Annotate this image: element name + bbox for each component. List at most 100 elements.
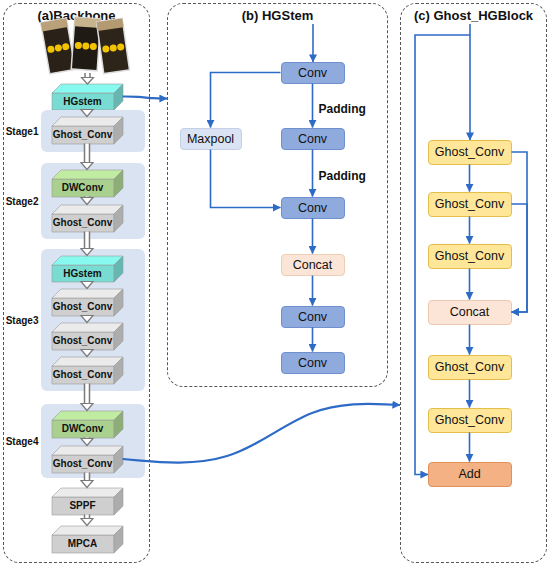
module-box: Ghost_Conv (428, 408, 512, 433)
arrow-line (312, 328, 314, 352)
arrow-shaft (84, 515, 91, 519)
box-label: Conv (282, 129, 344, 149)
arrow-shaft (84, 73, 91, 78)
photo (97, 18, 130, 73)
flow-arrow (81, 316, 93, 323)
photo (71, 17, 101, 71)
box-label: Concat (429, 301, 511, 324)
module-box: Conv (281, 197, 345, 219)
yellow-dot (90, 43, 97, 50)
arrow-line (469, 433, 471, 462)
flow-arrow (312, 276, 313, 306)
flow-arrow (81, 144, 93, 170)
arrow-line (211, 73, 281, 128)
yellow-dot (82, 42, 89, 49)
module-box: Conv (281, 306, 345, 328)
layer-block: Ghost_Conv (52, 446, 123, 473)
arrow-line (469, 325, 471, 355)
module-box: Concat (428, 300, 512, 325)
flow-arrow (81, 515, 93, 526)
flow-arrow (469, 433, 470, 462)
arrow-line (512, 152, 528, 312)
yellow-dot (109, 44, 117, 52)
panel-frame: ConvConvMaxpoolConvConcatConvConv(b) HGS… (167, 3, 388, 387)
yellow-dot (54, 44, 62, 52)
arrow-shaft (85, 197, 89, 198)
block-face (52, 93, 114, 110)
block-face (114, 256, 123, 282)
flow-arrow (81, 110, 93, 117)
block-label: MPCA (52, 535, 114, 553)
arrow-shaft (84, 197, 91, 198)
layer-block: Ghost_Conv (52, 205, 123, 232)
block-face (52, 366, 114, 384)
block-label: Ghost_Conv (52, 214, 114, 232)
block-label: Ghost_Conv (52, 126, 114, 144)
block-face (114, 488, 123, 515)
layer-block: Ghost_Conv (52, 289, 123, 316)
yellow-dot (102, 45, 110, 53)
stage-band: HGstemGhost_ConvGhost_ConvGhost_ConvStag… (41, 249, 145, 391)
flow-arrow (81, 384, 93, 411)
photo-strip (74, 17, 101, 28)
flow-arrow (81, 438, 93, 446)
yellow-dot (47, 45, 55, 53)
arrow-line (211, 150, 281, 208)
block-label: Ghost_Conv (52, 298, 114, 316)
flow-arrow (211, 150, 281, 208)
arrow-shaft (84, 144, 91, 163)
flow-arrow (312, 84, 313, 128)
flow-arrow (123, 404, 401, 463)
box-label: Conv (282, 198, 344, 218)
arrow-head (81, 519, 93, 526)
edge-label: Padding (319, 169, 366, 183)
photo (41, 18, 76, 74)
arrow-line (123, 97, 168, 99)
block-face (52, 170, 123, 179)
arrow-shaft (85, 515, 89, 519)
flow-arrow (81, 197, 93, 205)
box-label: Conv (282, 307, 344, 327)
layer-block: Ghost_Conv (52, 323, 123, 350)
block-face (52, 488, 123, 497)
stage-band: Ghost_ConvStage1 (41, 110, 145, 152)
block-face (114, 170, 123, 197)
arrow-head (81, 316, 93, 323)
block-face (52, 205, 123, 214)
module-box: Add (428, 462, 512, 487)
box-label: Ghost_Conv (429, 193, 511, 216)
panel-title: (c) Ghost_HGBlock (401, 8, 546, 23)
block-label: HGstem (52, 93, 114, 110)
block-label: Ghost_Conv (52, 366, 114, 384)
module-box: Ghost_Conv (428, 140, 512, 165)
layer-block: DWConv (52, 411, 123, 438)
block-face (114, 526, 123, 553)
layer-block: HGstem (52, 256, 123, 282)
module-box: Conv (281, 352, 345, 374)
arrow-shaft (85, 384, 89, 404)
box-label: Ghost_Conv (429, 409, 511, 432)
arrow-shaft (85, 232, 89, 249)
block-face (52, 256, 123, 265)
block-face (52, 126, 114, 144)
flow-arrow (81, 350, 93, 357)
arrow-shaft (85, 144, 89, 163)
block-face (114, 357, 123, 384)
flow-arrow (81, 282, 93, 289)
edge-label: Padding (319, 102, 366, 116)
box-label: Ghost_Conv (429, 356, 511, 379)
arrow-shaft (84, 438, 91, 439)
arrow-head (81, 198, 93, 205)
flow-arrow (512, 204, 528, 312)
box-label: Conv (282, 353, 344, 373)
arrow-line (469, 269, 471, 300)
input-wire (312, 24, 314, 62)
stage-label: Stage1 (6, 125, 39, 136)
block-label: SPPF (52, 497, 114, 515)
layer-block: SPPF (52, 488, 123, 515)
block-face (52, 526, 123, 535)
block-label: DWConv (52, 179, 114, 197)
flow-arrow (312, 328, 313, 352)
block-face (52, 323, 123, 332)
